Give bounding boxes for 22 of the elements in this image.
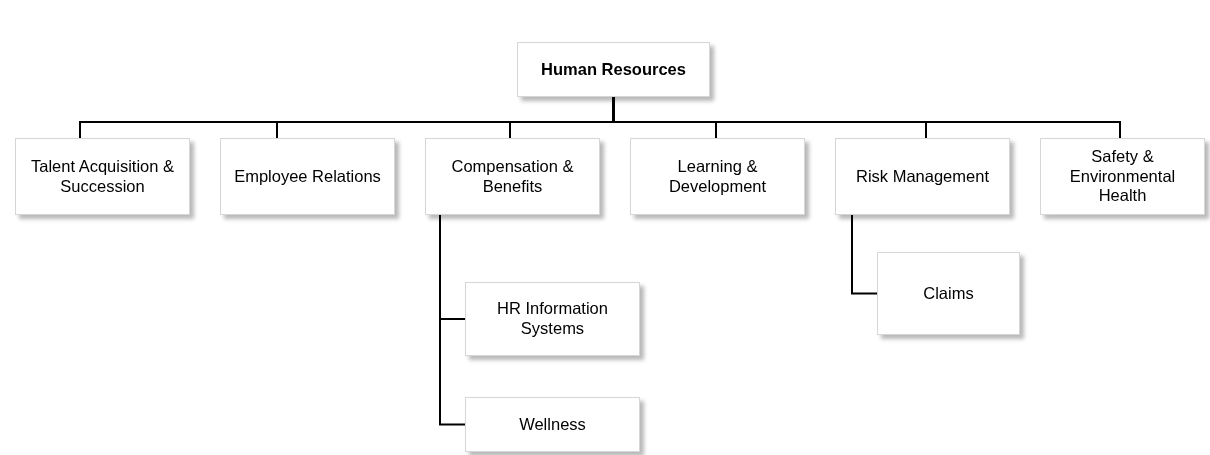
org-box [877, 252, 1020, 335]
org-box [220, 138, 395, 215]
org-box [1040, 138, 1205, 215]
org-box [425, 138, 600, 215]
org-box [835, 138, 1010, 215]
org-unit-label: Compensation & Benefits [450, 156, 575, 197]
connector-line [851, 214, 878, 295]
org-box [15, 138, 190, 215]
org-unit-label: Wellness [519, 414, 586, 435]
org-unit-label: Claims [923, 283, 974, 304]
org-box [630, 138, 805, 215]
org-unit-label: Employee Relations [234, 166, 381, 187]
org-unit-label: Safety & Environmental Health [1068, 146, 1177, 207]
org-unit-label: Human Resources [541, 59, 686, 80]
org-box [465, 282, 640, 356]
connector-line [439, 214, 466, 426]
org-unit-label: Talent Acquisition & Succession [29, 156, 176, 197]
org-unit-label: Learning & Development [667, 156, 768, 197]
org-box [517, 42, 710, 97]
org-unit-label: Risk Management [856, 166, 989, 187]
org-box [465, 397, 640, 452]
org-unit-label: HR Information Systems [496, 299, 609, 339]
